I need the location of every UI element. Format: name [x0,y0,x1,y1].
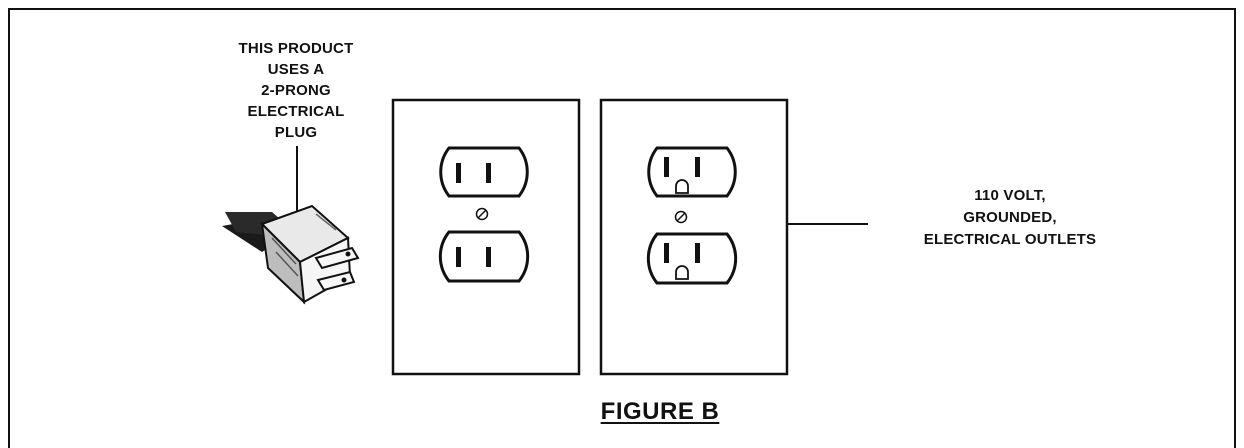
plug-callout-label: THIS PRODUCT USES A 2-PRONG ELECTRICAL P… [238,40,354,141]
grounded-receptacle-top [647,146,737,198]
screw-icon [674,210,688,224]
two-prong-outlet [391,98,581,376]
figure-title: FIGURE B [600,398,720,425]
figure-frame [8,8,1236,448]
receptacle-bottom [438,230,530,283]
receptacle-top [439,146,529,198]
grounded-receptacle-bottom [646,232,738,285]
outlet-callout-label: 110 VOLT, GROUNDED, ELECTRICAL OUTLETS [923,187,1097,248]
screw-icon [475,207,489,221]
two-prong-plug-icon [222,204,360,305]
grounded-outlet [599,98,789,376]
